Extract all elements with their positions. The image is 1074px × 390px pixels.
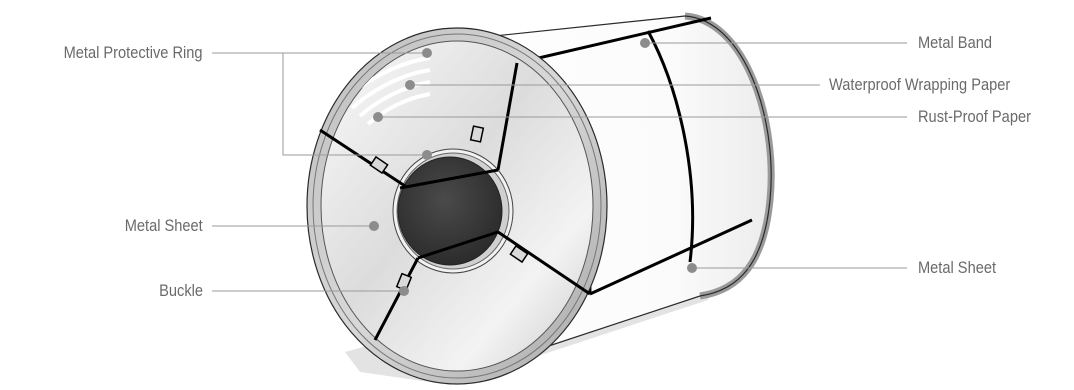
label-metal-sheet-left: Metal Sheet bbox=[124, 216, 203, 235]
marker-dot-rust-proof-paper bbox=[373, 112, 383, 122]
label-metal-band: Metal Band bbox=[918, 33, 992, 52]
marker-dot-buckle bbox=[399, 286, 409, 296]
marker-dot-protective-ring-inner bbox=[422, 150, 432, 160]
marker-dots bbox=[369, 38, 697, 296]
metal-band-top bbox=[516, 16, 712, 65]
buckle-icon bbox=[369, 125, 529, 292]
marker-dot-metal-band bbox=[640, 38, 650, 48]
waterproof-paper-folds bbox=[343, 56, 431, 126]
marker-dot-waterproof-paper bbox=[405, 80, 415, 90]
marker-dot-protective-ring-top bbox=[422, 48, 432, 58]
marker-dot-metal-sheet-right bbox=[687, 263, 697, 273]
label-buckle: Buckle bbox=[159, 281, 203, 300]
marker-dot-metal-sheet-left bbox=[369, 221, 379, 231]
label-waterproof-wrapping-paper: Waterproof Wrapping Paper bbox=[829, 75, 1011, 94]
label-metal-protective-ring: Metal Protective Ring bbox=[64, 43, 203, 62]
label-metal-sheet-right: Metal Sheet bbox=[918, 258, 997, 277]
metal-band-bottom bbox=[589, 218, 753, 296]
metal-band-middle bbox=[646, 30, 695, 263]
label-rust-proof-paper: Rust-Proof Paper bbox=[918, 107, 1031, 126]
leader-lines bbox=[212, 42, 907, 292]
